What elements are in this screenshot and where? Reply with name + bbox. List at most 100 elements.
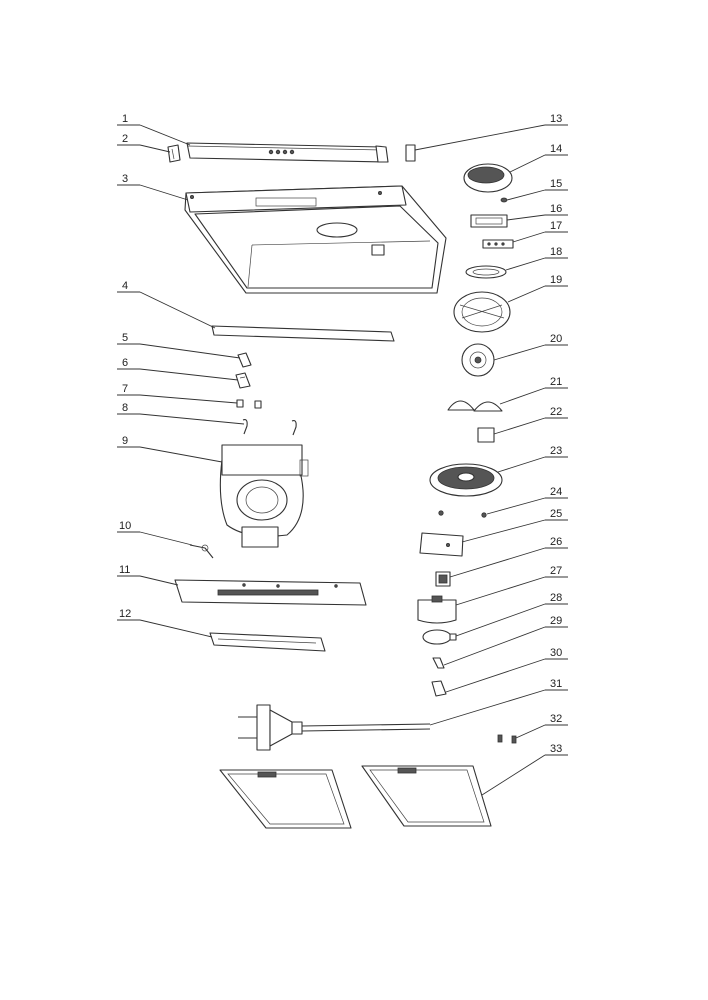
callout-22: 22 xyxy=(493,406,568,435)
callout-7: 7 xyxy=(117,383,238,404)
part-32-screws xyxy=(497,734,517,744)
part-1-control-panel xyxy=(186,142,389,163)
part-10-cable-clip xyxy=(189,544,214,559)
callout-label-31: 31 xyxy=(550,678,562,690)
callout-label-26: 26 xyxy=(550,536,562,548)
callout-26: 26 xyxy=(449,536,568,578)
callout-31: 31 xyxy=(429,678,568,726)
part-28-bulb xyxy=(422,629,457,645)
part-9-blower-housing xyxy=(219,444,309,548)
callout-15: 15 xyxy=(506,178,568,201)
callout-13: 13 xyxy=(414,113,568,151)
part-30-clamp xyxy=(431,680,447,697)
part-6-bracket xyxy=(235,372,251,389)
callout-label-11: 11 xyxy=(119,564,130,576)
callout-label-2: 2 xyxy=(122,133,128,145)
part-17-switch-board xyxy=(482,239,514,249)
callout-label-8: 8 xyxy=(122,402,128,414)
part-27-lamp-housing xyxy=(417,595,457,624)
callout-16: 16 xyxy=(506,203,568,221)
callout-label-3: 3 xyxy=(122,173,128,185)
callout-12: 12 xyxy=(117,608,213,638)
callout-17: 17 xyxy=(512,220,568,243)
callout-label-33: 33 xyxy=(550,743,562,755)
callout-label-22: 22 xyxy=(550,406,562,418)
callout-label-7: 7 xyxy=(122,383,128,395)
callout-label-32: 32 xyxy=(550,713,562,725)
callout-label-14: 14 xyxy=(550,143,562,155)
callout-21: 21 xyxy=(499,376,568,405)
callout-label-13: 13 xyxy=(550,113,562,125)
callout-18: 18 xyxy=(505,246,568,271)
callout-label-1: 1 xyxy=(122,113,128,125)
part-16-switch xyxy=(470,214,508,228)
callout-24: 24 xyxy=(486,486,568,515)
part-7-clips xyxy=(236,399,262,409)
part-8-hooks xyxy=(242,419,297,436)
part-12-light-cover xyxy=(209,632,326,652)
callout-label-10: 10 xyxy=(119,520,131,532)
callout-27: 27 xyxy=(455,565,568,606)
callout-5: 5 xyxy=(117,332,241,359)
callout-label-4: 4 xyxy=(122,280,128,292)
callout-33: 33 xyxy=(481,743,568,796)
part-18-gasket-ring xyxy=(465,265,507,279)
part-5-bracket xyxy=(237,352,252,368)
callout-23: 23 xyxy=(497,445,568,473)
part-15-screw xyxy=(500,197,508,203)
callout-25: 25 xyxy=(461,508,568,543)
part-11-filter-frame xyxy=(174,579,367,606)
callout-label-15: 15 xyxy=(550,178,562,190)
part-21-lamp-shades xyxy=(447,400,503,412)
callout-20: 20 xyxy=(493,333,568,361)
callout-8: 8 xyxy=(117,402,245,425)
part-4-front-strip xyxy=(211,325,395,342)
part-14-carbon-filter xyxy=(463,163,513,193)
callout-32: 32 xyxy=(515,713,568,739)
callout-label-16: 16 xyxy=(550,203,562,215)
part-33-grease-filters xyxy=(219,765,492,829)
part-3-hood-body xyxy=(184,185,447,294)
callout-6: 6 xyxy=(117,357,239,381)
part-23-motor-plate xyxy=(429,463,503,497)
callout-29: 29 xyxy=(443,615,568,666)
callout-label-27: 27 xyxy=(550,565,562,577)
callout-label-17: 17 xyxy=(550,220,562,232)
part-26-lamp-holder xyxy=(435,571,451,587)
part-25-bracket-plate xyxy=(419,532,464,557)
part-13-end-cap xyxy=(405,144,416,162)
callout-label-19: 19 xyxy=(550,274,562,286)
callout-3: 3 xyxy=(117,173,189,201)
callout-label-9: 9 xyxy=(122,435,128,447)
part-24-nuts xyxy=(438,510,487,518)
callout-label-6: 6 xyxy=(122,357,128,369)
callout-label-24: 24 xyxy=(550,486,562,498)
callout-2: 2 xyxy=(117,133,171,153)
part-29-terminal xyxy=(432,657,445,669)
callout-label-30: 30 xyxy=(550,647,562,659)
part-31-power-plug xyxy=(238,704,431,751)
callout-1: 1 xyxy=(117,113,191,146)
callout-11: 11 xyxy=(117,564,179,586)
part-22-capacitor xyxy=(477,427,495,443)
callout-label-5: 5 xyxy=(122,332,128,344)
callout-label-28: 28 xyxy=(550,592,562,604)
callout-label-12: 12 xyxy=(119,608,131,620)
callout-14: 14 xyxy=(509,143,568,173)
callout-30: 30 xyxy=(445,647,568,693)
part-20-motor xyxy=(461,343,495,377)
part-19-fan-wheel xyxy=(453,291,511,333)
callout-4: 4 xyxy=(117,280,216,329)
callout-10: 10 xyxy=(117,520,193,546)
part-2-end-cap xyxy=(167,144,181,163)
callout-label-21: 21 xyxy=(550,376,562,388)
callout-28: 28 xyxy=(455,592,568,637)
callout-label-18: 18 xyxy=(550,246,562,258)
callout-9: 9 xyxy=(117,435,223,463)
callout-label-20: 20 xyxy=(550,333,562,345)
callout-label-29: 29 xyxy=(550,615,562,627)
callout-19: 19 xyxy=(507,274,568,303)
callout-label-23: 23 xyxy=(550,445,562,457)
callout-label-25: 25 xyxy=(550,508,562,520)
